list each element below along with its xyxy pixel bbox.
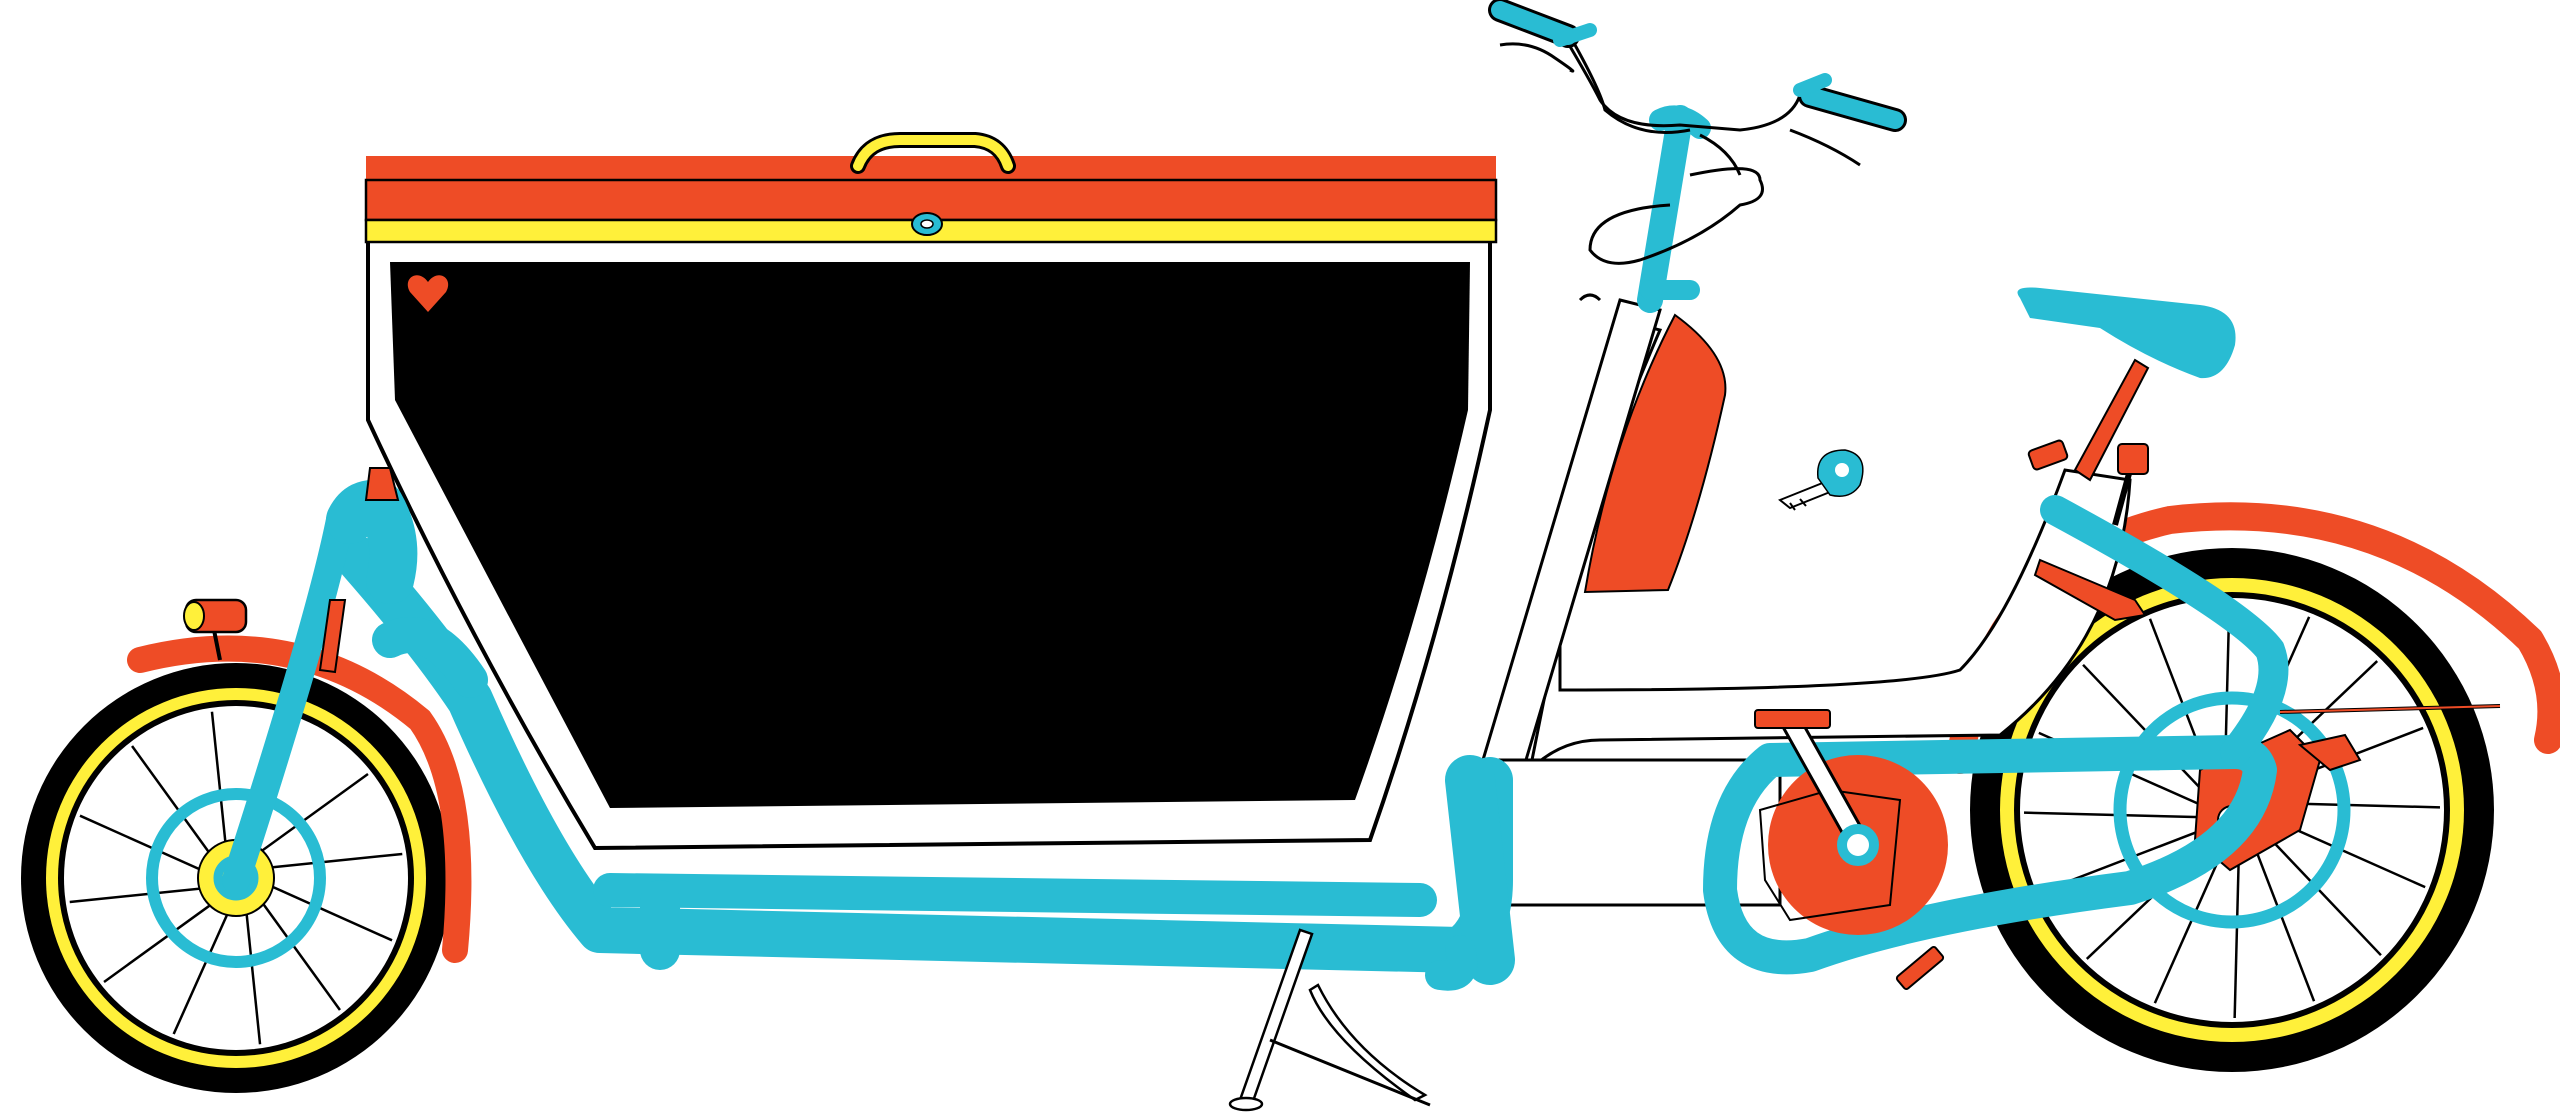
right-brake-lever xyxy=(1789,128,1861,167)
bottom-bracket xyxy=(1837,824,1879,866)
right-grip[interactable] xyxy=(1801,87,1904,129)
steering xyxy=(1488,0,1907,313)
spoke xyxy=(79,814,213,877)
spoke xyxy=(210,711,229,856)
lid-handle[interactable] xyxy=(853,135,1013,171)
left-grip[interactable] xyxy=(1491,1,1577,45)
seat-clamp xyxy=(2027,439,2069,471)
handlebar xyxy=(1563,37,1831,132)
spoke xyxy=(103,896,223,983)
heart-icon xyxy=(407,275,449,312)
chain-stay xyxy=(2040,495,2289,767)
key-icon xyxy=(1778,449,1864,511)
front-light xyxy=(183,598,248,661)
spoke xyxy=(69,885,214,904)
crank-arm xyxy=(1782,712,1868,853)
rear-light xyxy=(2112,443,2149,526)
spoke xyxy=(249,773,369,860)
battery xyxy=(1583,313,1727,594)
spoke xyxy=(258,852,403,871)
front-brake-disc xyxy=(146,788,326,968)
steerer xyxy=(1637,105,1693,313)
front-fork xyxy=(222,506,354,894)
pedal-right[interactable] xyxy=(1895,946,1945,990)
pedal-left[interactable] xyxy=(1754,709,1831,729)
rear-brake-disc xyxy=(2113,691,2351,929)
kickstand xyxy=(1228,928,1431,1112)
spoke xyxy=(131,745,218,865)
chain-guard xyxy=(1703,735,2277,975)
lid-top-stripe xyxy=(366,156,1496,180)
spoke xyxy=(259,879,393,942)
drivetrain xyxy=(1703,495,2289,990)
spoke xyxy=(172,901,235,1035)
left-brake-lever xyxy=(1499,42,1575,73)
front-fender xyxy=(127,635,472,963)
spoke xyxy=(254,891,341,1011)
spoke xyxy=(243,900,262,1045)
brake-cable xyxy=(1588,167,1764,265)
mudguard-strut xyxy=(2033,558,2147,622)
saddle xyxy=(2017,287,2236,379)
cargo-box-window xyxy=(390,262,1470,808)
cargo-frame xyxy=(222,480,1515,991)
cargo-box xyxy=(364,132,1498,851)
seat-post xyxy=(2073,358,2150,482)
